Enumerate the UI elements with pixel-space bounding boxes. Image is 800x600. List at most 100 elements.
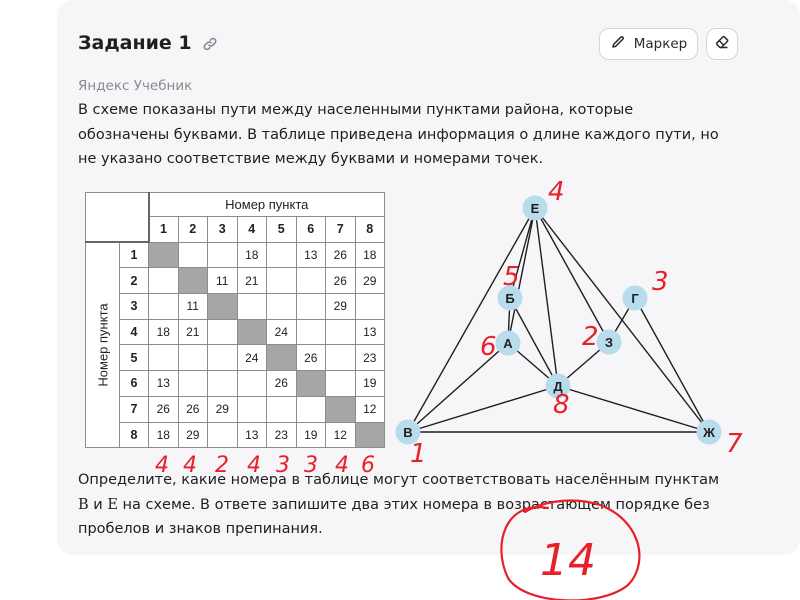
table-cell — [207, 241, 238, 269]
table-cell: 13 — [354, 318, 385, 346]
col-num: 7 — [325, 216, 356, 243]
graph-node-label: Ж — [702, 425, 715, 440]
graph-node: В — [395, 419, 421, 445]
table-row-header-text: Номер пункта — [95, 303, 110, 387]
table-cell — [266, 293, 297, 320]
graph-edge — [407, 342, 509, 433]
table-cell — [207, 293, 238, 320]
row-num: 7 — [119, 395, 149, 423]
graph-node-circle — [497, 285, 523, 311]
marker-button-label: Маркер — [633, 36, 688, 52]
table-cell: 18 — [148, 318, 179, 346]
graph-node-circle — [395, 419, 421, 445]
graph-node: Г — [622, 285, 648, 311]
table-row: Номер пункта 1 18 13 26 18 — [85, 241, 385, 449]
graph-node-label: Д — [553, 379, 563, 394]
distance-table: Номер пункта 1 2 3 4 5 6 7 8 Номер пункт… — [85, 192, 385, 449]
graph-edge — [407, 385, 559, 433]
graph-node-label: А — [503, 336, 513, 351]
table-cell — [354, 421, 385, 449]
marker-button[interactable]: Маркер — [599, 28, 698, 60]
graph-edge — [534, 207, 610, 343]
table-cell — [207, 421, 238, 449]
table-cell: 26 — [295, 344, 326, 372]
table-cell — [295, 370, 326, 397]
table-cell — [207, 318, 238, 346]
table-row-header: Номер пункта — [85, 241, 120, 449]
table-row: 2 11 21 26 29 — [86, 267, 385, 295]
table-cell — [148, 241, 179, 269]
table-cell: 23 — [266, 421, 297, 449]
table-cell — [266, 395, 297, 423]
graph-edges — [407, 207, 710, 433]
task-title-text: Задание 1 — [78, 32, 192, 54]
row-num: 4 — [119, 318, 149, 346]
table-cell: 26 — [177, 395, 208, 423]
question-text-1: Определите, какие номера в таблице могут… — [78, 472, 720, 488]
graph-node-label: В — [403, 425, 412, 440]
table-cell: 12 — [325, 421, 356, 449]
table-cell: 19 — [354, 370, 385, 397]
table-cell — [266, 267, 297, 295]
pencil-icon — [610, 34, 626, 54]
table-cell: 29 — [354, 267, 385, 295]
table-row: 5 24 26 23 — [86, 344, 385, 372]
row-num: 8 — [119, 421, 149, 449]
col-num: 8 — [354, 216, 385, 243]
table-cell: 26 — [325, 267, 356, 295]
col-num: 4 — [236, 216, 267, 243]
graph-node-circle — [596, 329, 622, 355]
table-cell: 13 — [148, 370, 179, 397]
table-cell — [295, 395, 326, 423]
table-cell — [177, 267, 208, 295]
table-cell — [266, 241, 297, 269]
row-num: 6 — [119, 370, 149, 397]
graph-node-circle — [696, 419, 722, 445]
table-corner — [85, 192, 150, 244]
graph-node: Ж — [696, 419, 722, 445]
table-cell — [325, 344, 356, 372]
graph-node-circle — [495, 330, 521, 356]
table-row: 3 11 29 — [86, 293, 385, 320]
graph-node-label: З — [605, 335, 613, 350]
eraser-button[interactable] — [706, 28, 738, 60]
table-cell: 19 — [295, 421, 326, 449]
row-num: 5 — [119, 344, 149, 372]
table-cell: 18 — [236, 241, 267, 269]
table-cell: 24 — [266, 318, 297, 346]
letter-b: В — [78, 496, 89, 513]
link-icon[interactable] — [202, 35, 218, 51]
graph-node-circle — [545, 373, 571, 399]
task-question: Определите, какие номера в таблице могут… — [78, 468, 728, 542]
graph-node: А — [495, 330, 521, 356]
graph-edge — [407, 207, 536, 433]
row-num: 3 — [119, 293, 149, 320]
table-cell — [207, 370, 238, 397]
table-cell — [236, 370, 267, 397]
source-label: Яндекс Учебник — [78, 78, 193, 94]
graph-node: Д — [545, 373, 571, 399]
col-num: 2 — [177, 216, 208, 243]
table-row: 8 18 29 13 23 19 12 — [86, 421, 385, 449]
graph-edge — [534, 207, 559, 387]
graph-edge — [634, 297, 710, 433]
graph-node-label: Г — [631, 291, 639, 306]
col-num: 6 — [295, 216, 326, 243]
row-num: 1 — [119, 241, 149, 269]
table-cell: 29 — [177, 421, 208, 449]
table-cell: 11 — [207, 267, 238, 295]
letter-e: Е — [107, 496, 118, 513]
table-cell — [177, 241, 208, 269]
table-header-row: 1 2 3 4 5 6 7 8 — [86, 216, 385, 243]
question-text-2: на схеме. В ответе запишите два этих ном… — [78, 496, 710, 538]
col-num: 1 — [148, 216, 179, 243]
table-cell — [236, 395, 267, 423]
table-cell — [325, 395, 356, 423]
table-cell: 18 — [148, 421, 179, 449]
table-cell: 12 — [354, 395, 385, 423]
table-cell — [148, 293, 179, 320]
graph-edge — [507, 207, 536, 344]
graph-edge — [557, 385, 710, 433]
table-cell — [354, 293, 385, 320]
task-title: Задание 1 — [78, 32, 218, 54]
